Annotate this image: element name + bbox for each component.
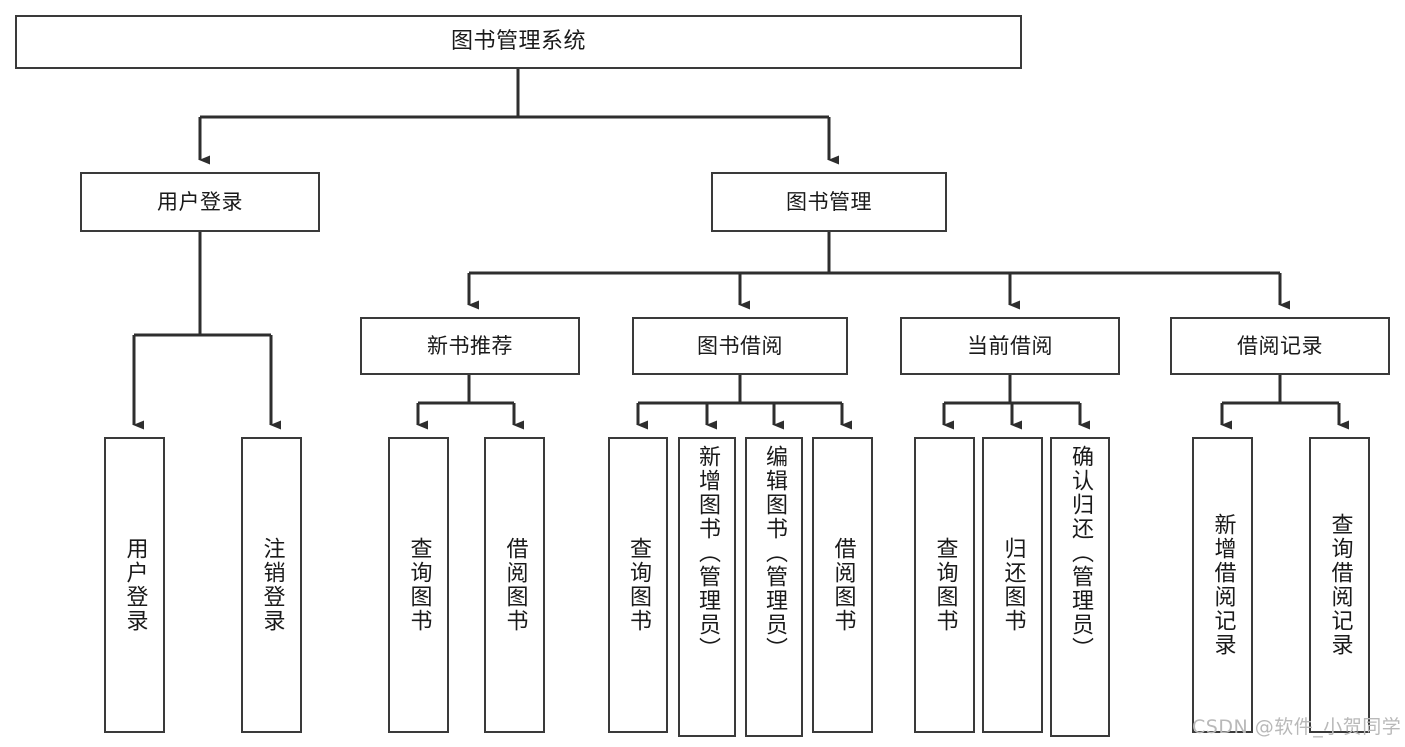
node-user-login[interactable]: 用户登录 bbox=[80, 172, 320, 232]
node-leaf-query-book-current[interactable]: 查询图书 bbox=[914, 437, 975, 733]
node-label: 用户登录 bbox=[122, 537, 148, 633]
node-label: 借阅记录 bbox=[1237, 333, 1323, 358]
node-label: 图书管理 bbox=[786, 189, 872, 214]
node-leaf-edit-book[interactable]: 编辑图书（管理员） bbox=[745, 437, 803, 737]
node-leaf-query-borrow-record[interactable]: 查询借阅记录 bbox=[1309, 437, 1370, 733]
node-leaf-confirm-return[interactable]: 确认归还（管理员） bbox=[1050, 437, 1110, 737]
node-leaf-borrow-book-recommend[interactable]: 借阅图书 bbox=[484, 437, 545, 733]
node-label: 新增图书（管理员） bbox=[695, 445, 720, 661]
node-leaf-user-login[interactable]: 用户登录 bbox=[104, 437, 165, 733]
node-leaf-query-book-recommend[interactable]: 查询图书 bbox=[388, 437, 449, 733]
node-label: 新书推荐 bbox=[427, 333, 513, 358]
node-label: 查询借阅记录 bbox=[1327, 513, 1353, 657]
node-leaf-return-book[interactable]: 归还图书 bbox=[982, 437, 1043, 733]
node-leaf-logout-login[interactable]: 注销登录 bbox=[241, 437, 302, 733]
node-leaf-borrow-book[interactable]: 借阅图书 bbox=[812, 437, 873, 733]
node-label: 查询图书 bbox=[626, 537, 651, 633]
node-label: 借阅图书 bbox=[502, 537, 528, 633]
node-label: 图书借阅 bbox=[697, 333, 783, 358]
node-label: 查询图书 bbox=[406, 537, 432, 633]
node-new-book-recommend[interactable]: 新书推荐 bbox=[360, 317, 580, 375]
node-leaf-query-book-borrow[interactable]: 查询图书 bbox=[608, 437, 668, 733]
node-label: 用户登录 bbox=[157, 189, 243, 214]
node-label: 查询图书 bbox=[932, 537, 958, 633]
node-label: 注销登录 bbox=[259, 537, 285, 633]
node-root-system[interactable]: 图书管理系统 bbox=[15, 15, 1022, 69]
node-book-manage[interactable]: 图书管理 bbox=[711, 172, 947, 232]
node-label: 当前借阅 bbox=[967, 333, 1053, 358]
node-label: 确认归还（管理员） bbox=[1068, 445, 1093, 661]
node-current-borrow[interactable]: 当前借阅 bbox=[900, 317, 1120, 375]
node-label: 图书管理系统 bbox=[450, 29, 586, 55]
node-leaf-add-book[interactable]: 新增图书（管理员） bbox=[678, 437, 736, 737]
node-label: 新增借阅记录 bbox=[1210, 513, 1236, 657]
node-label: 编辑图书（管理员） bbox=[762, 445, 787, 661]
node-label: 借阅图书 bbox=[830, 537, 856, 633]
node-label: 归还图书 bbox=[1000, 537, 1026, 633]
node-book-borrow[interactable]: 图书借阅 bbox=[632, 317, 848, 375]
node-leaf-add-borrow-record[interactable]: 新增借阅记录 bbox=[1192, 437, 1253, 733]
node-borrow-record[interactable]: 借阅记录 bbox=[1170, 317, 1390, 375]
